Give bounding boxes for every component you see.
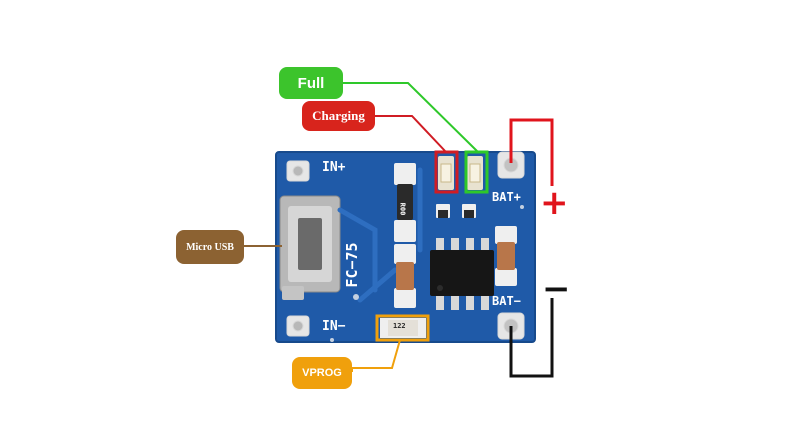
- capacitor-left: [396, 262, 414, 290]
- pad-bat-plus: [497, 151, 525, 179]
- charger-ic: [430, 250, 494, 296]
- capacitor-right: [497, 242, 515, 270]
- bat-plus-wire: [509, 118, 554, 186]
- charging-callout-line: [375, 115, 447, 153]
- pad-in-plus-top: [286, 160, 310, 182]
- full-highlight-box: [464, 150, 489, 194]
- resistor-r00: [397, 184, 413, 220]
- full-callout-line: [343, 82, 479, 153]
- battery-plus-sign: +: [540, 183, 569, 223]
- vprog-callout-line: [351, 339, 401, 372]
- micro-usb-label: Micro USB: [176, 230, 244, 264]
- charging-highlight-box: [434, 150, 459, 194]
- charging-label: Charging: [302, 101, 375, 131]
- battery-minus-sign: −: [542, 269, 571, 309]
- silk-in-plus: IN+: [322, 160, 346, 175]
- pad-in-minus: [286, 315, 310, 337]
- micro-usb-connector: [279, 195, 341, 300]
- vprog-highlight-box: [375, 314, 430, 342]
- full-label: Full: [279, 67, 343, 99]
- silk-resistor-code: R00: [398, 202, 407, 216]
- silk-in-minus: IN−: [322, 319, 346, 334]
- led-charging: [438, 156, 454, 190]
- led-full: [467, 156, 483, 190]
- silk-bat-minus: BAT−: [492, 294, 521, 308]
- vprog-label: VPROG: [292, 357, 352, 389]
- silk-module-code: FC−75: [343, 242, 361, 288]
- bat-minus-wire: [509, 298, 554, 378]
- silk-bat-plus: BAT+: [492, 190, 521, 204]
- silk-vprog-resistor-code: 122: [393, 322, 406, 330]
